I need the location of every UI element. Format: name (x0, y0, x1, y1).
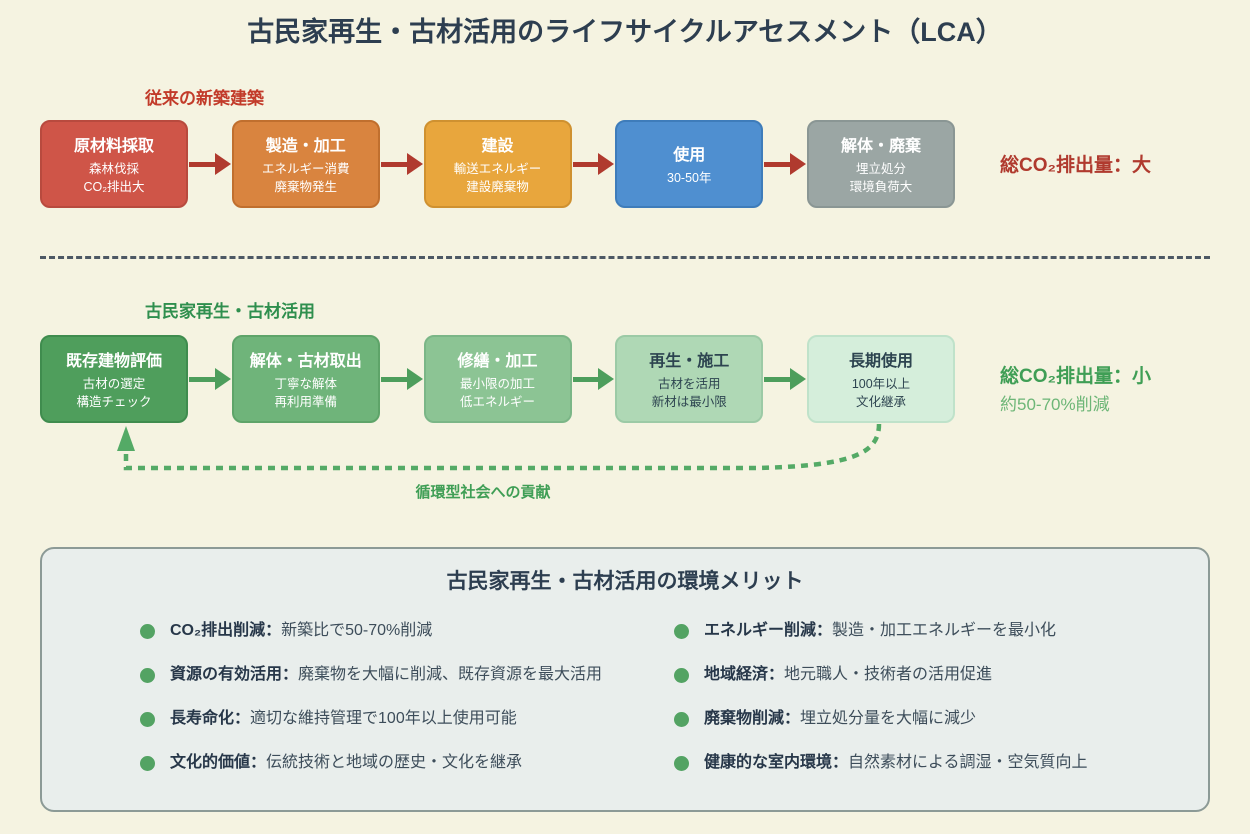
merit-text: 健康的な室内環境：自然素材による調湿・空気質向上 (704, 754, 1088, 771)
stage-detail: 再利用準備 (274, 395, 337, 409)
stage-title: 既存建物評価 (65, 352, 162, 370)
stage-detail: 埋立処分 (855, 161, 906, 176)
stage-detail: 古材の選定 (82, 376, 146, 391)
stage-detail: 環境負荷大 (849, 180, 913, 194)
stage-box: 既存建物評価古材の選定構造チェック (40, 335, 188, 423)
stage-title: 再生・施工 (649, 352, 730, 370)
stage-box: 原材料採取森林伐採 CO₂排出大 (40, 120, 188, 208)
bullet-dot-icon (674, 711, 689, 727)
merit-text: 文化的価値：伝統技術と地域の歴史・文化を継承 (170, 754, 523, 771)
merit-item: 健康的な室内環境：自然素材による調湿・空気質向上 (674, 753, 1194, 773)
flow-arrow-icon (572, 335, 616, 423)
stage-detail: 廃棄物発生 (274, 180, 337, 194)
stage-title: 解体・古材取出 (249, 352, 362, 370)
stage-detail: CO₂排出大 (83, 180, 145, 194)
stage-detail: 古材を活用 (657, 376, 721, 391)
stage-box: 解体・古材取出丁寧な解体再利用準備 (231, 335, 380, 423)
stage-detail: 建設廃棄物 (466, 180, 529, 194)
merits-panel: 古民家再生・古材活用の環境メリット CO₂排出削減：新築比で50-70%削減資源… (40, 547, 1210, 812)
conventional-flow-label: 従来の新築建築 (145, 89, 264, 108)
bullet-dot-icon (140, 623, 155, 639)
stage-title: 原材料採取 (73, 137, 154, 155)
bullet-dot-icon (140, 711, 155, 727)
stage-detail: 30-50年 (667, 170, 712, 185)
conventional-total-co2: 総CO₂排出量：大 (1000, 155, 1151, 176)
merit-text: 廃棄物削減：埋立処分量を大幅に減少 (704, 710, 977, 727)
flow-arrow-icon (188, 120, 232, 208)
flow-arrow-icon (380, 120, 424, 208)
merit-text: 資源の有効活用：廃棄物を大幅に削減、既存資源を最大活用 (170, 666, 603, 683)
flow-arrow-icon (380, 335, 424, 423)
merit-text: エネルギー削減：製造・加工エネルギーを最小化 (704, 622, 1057, 639)
stage-box: 解体・廃棄埋立処分環境負荷大 (807, 120, 955, 208)
bullet-dot-icon (140, 667, 155, 683)
merit-item: 廃棄物削減：埋立処分量を大幅に減少 (674, 709, 1194, 729)
bullet-dot-icon (140, 755, 155, 771)
stage-title: 建設 (481, 137, 514, 155)
merit-item: 地域経済：地元職人・技術者の活用促進 (674, 665, 1194, 685)
stage-detail: 新材は最小限 (651, 395, 727, 409)
stage-detail: エネルギー消費 (261, 161, 350, 176)
flow-arrow-icon (572, 120, 616, 208)
merit-item: 文化的価値：伝統技術と地域の歴史・文化を継承 (140, 753, 640, 773)
stage-box: 長期使用 100年以上文化継承 (807, 335, 955, 423)
merits-column-right: エネルギー削減：製造・加工エネルギーを最小化地域経済：地元職人・技術者の活用促進… (674, 621, 1194, 797)
stage-title: 修繕・加工 (457, 352, 538, 370)
merit-item: 長寿命化：適切な維持管理で100年以上使用可能 (140, 709, 640, 729)
merit-item: 資源の有効活用：廃棄物を大幅に削減、既存資源を最大活用 (140, 665, 640, 685)
section-divider (40, 256, 1210, 259)
stage-box: 建設輸送エネルギー建設廃棄物 (423, 120, 572, 208)
stage-box: 修繕・加工最小限の加工低エネルギー (423, 335, 572, 423)
stage-title: 製造・加工 (265, 137, 346, 155)
stage-detail: 構造チェック (76, 395, 152, 409)
renovation-flow-label: 古民家再生・古材活用 (145, 302, 315, 321)
stage-box: 使用 30-50年 (615, 120, 764, 208)
renovation-flow: 既存建物評価古材の選定構造チェック解体・古材取出丁寧な解体再利用準備修繕・加工最… (40, 335, 955, 423)
merit-text: 地域経済：地元職人・技術者の活用促進 (704, 666, 993, 683)
stage-detail: 低エネルギー (459, 395, 535, 409)
merits-title: 古民家再生・古材活用の環境メリット (446, 570, 804, 593)
merit-item: CO₂排出削減：新築比で50-70%削減 (140, 621, 640, 641)
renovation-total-co2: 総CO₂排出量：小 (1000, 366, 1151, 387)
stage-box: 製造・加工エネルギー消費廃棄物発生 (231, 120, 380, 208)
stage-title: 長期使用 (848, 352, 913, 370)
stage-detail: 100年以上 (851, 376, 911, 391)
flow-arrow-icon (763, 335, 807, 423)
loop-label: 循環型社会への貢献 (415, 484, 551, 501)
stage-detail: 丁寧な解体 (274, 376, 337, 391)
merit-text: 長寿命化：適切な維持管理で100年以上使用可能 (170, 710, 517, 727)
stage-title: 使用 (673, 146, 706, 164)
merit-item: エネルギー削減：製造・加工エネルギーを最小化 (674, 621, 1194, 641)
bullet-dot-icon (674, 667, 689, 683)
page-title: 古民家再生・古材活用のライフサイクルアセスメント（LCA） (247, 17, 1003, 47)
flow-arrow-icon (763, 120, 807, 208)
merits-column-left: CO₂排出削減：新築比で50-70%削減資源の有効活用：廃棄物を大幅に削減、既存… (140, 621, 640, 797)
stage-title: 解体・廃棄 (840, 137, 921, 155)
merit-text: CO₂排出削減：新築比で50-70%削減 (170, 622, 433, 639)
stage-detail: 最小限の加工 (459, 376, 535, 391)
renovation-reduction: 約50-70%削減 (1000, 395, 1110, 414)
stage-box: 再生・施工古材を活用新材は最小限 (615, 335, 764, 423)
flow-arrow-icon (188, 335, 232, 423)
stage-detail: 文化継承 (855, 395, 906, 409)
bullet-dot-icon (674, 755, 689, 771)
stage-detail: 森林伐採 (88, 161, 139, 176)
bullet-dot-icon (674, 623, 689, 639)
stage-detail: 輸送エネルギー (453, 161, 542, 176)
